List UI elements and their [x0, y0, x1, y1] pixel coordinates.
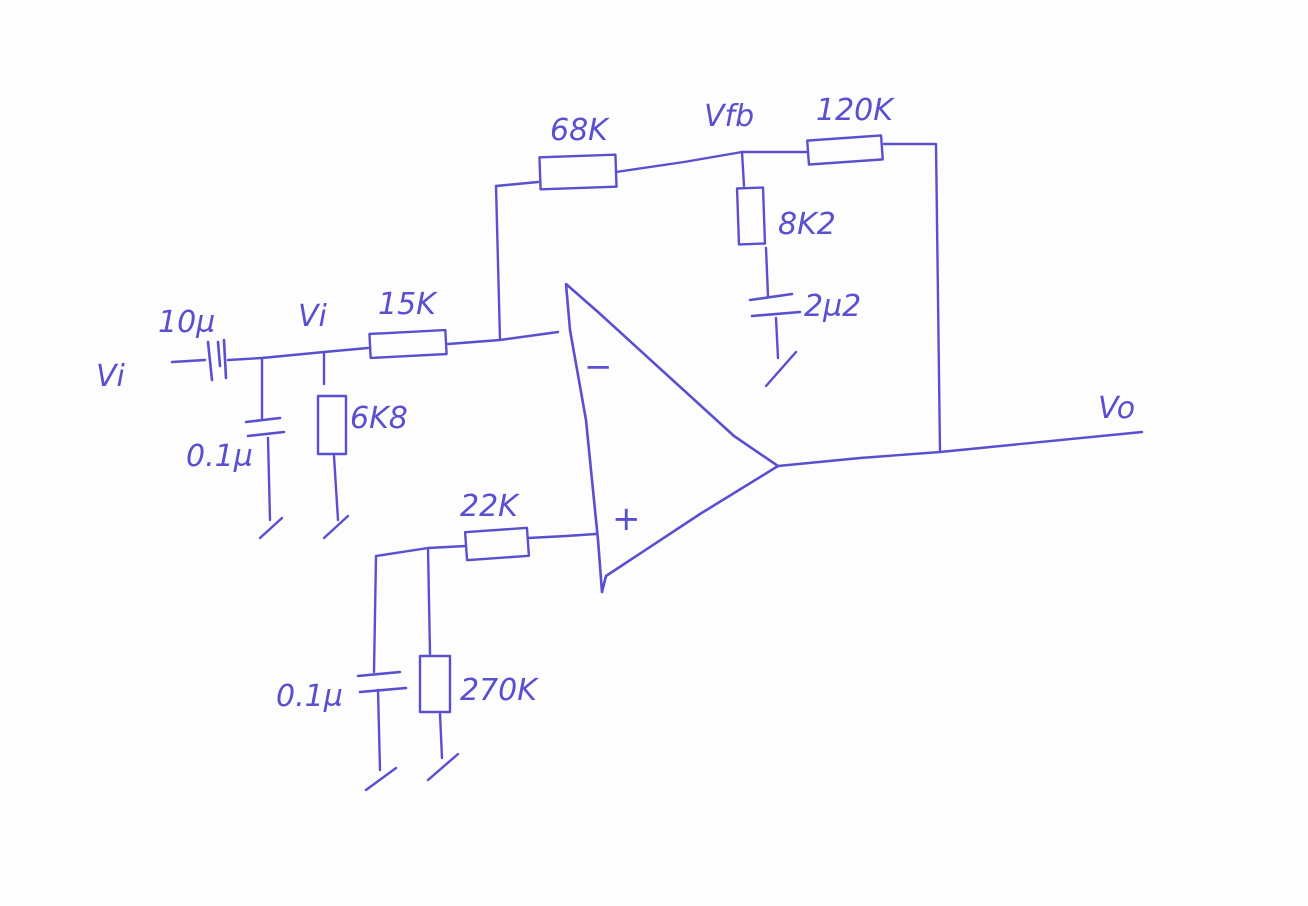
capacitor-0-1u-input: [244, 416, 286, 438]
ground-2u2: [764, 350, 798, 388]
wire-shunt-cap-bottom: [266, 436, 272, 522]
label-vi-input: Vi: [96, 359, 126, 394]
wire-vfb-down: [740, 150, 746, 188]
wire-feedback-left: [494, 180, 540, 342]
resistor-270k: [418, 654, 452, 714]
wire-plus-cap-bottom: [376, 688, 382, 772]
wire-vi-node: [226, 346, 370, 362]
wire-shunt-res-bottom: [332, 454, 340, 522]
value-c-input: 10µ: [158, 305, 215, 340]
value-r-output-fb: 120K: [816, 93, 895, 128]
wire-8k2-to-2u2: [764, 246, 770, 298]
ground-input-res: [322, 514, 350, 540]
resistor-120k: [806, 134, 884, 166]
wire-plus-cap-down: [372, 554, 378, 674]
ground-plus-res: [426, 752, 460, 782]
resistor-22k: [463, 526, 531, 562]
wire-plus-left: [374, 544, 468, 558]
capacitor-0-1u-plus: [356, 670, 408, 694]
value-r-shunt-input: 6K8: [350, 401, 408, 436]
wire-120k-to-output: [882, 142, 942, 454]
ground-input-cap: [258, 516, 284, 540]
opamp-triangle: [564, 282, 780, 594]
wire-input-lead: [170, 358, 207, 364]
wire-plus-input: [526, 532, 598, 540]
wire-2u2-to-ground: [774, 316, 780, 360]
capacitor-10u: [206, 338, 228, 382]
resistor-68k: [538, 153, 618, 191]
value-r-feedback: 68K: [550, 113, 610, 148]
value-r-input: 15K: [378, 287, 438, 322]
wires: [170, 142, 1144, 772]
ground-plus-cap: [364, 766, 398, 792]
opamp-minus-sign: −: [584, 347, 613, 387]
wire-15k-to-minus: [446, 330, 560, 346]
capacitor-2u2: [748, 292, 802, 318]
resistor-8k2: [735, 186, 767, 246]
opamp-plus-sign: +: [612, 499, 641, 539]
value-c-plus-shunt: 0.1µ: [276, 679, 343, 714]
label-vi-node: Vi: [298, 299, 328, 334]
wire-68k-to-vfb: [614, 150, 744, 174]
label-vo-output: Vo: [1098, 391, 1135, 426]
wire-plus-res-bottom: [438, 712, 444, 760]
ground-symbols: [258, 350, 798, 792]
value-r-plus: 22K: [460, 489, 520, 524]
resistor-15k: [368, 328, 448, 360]
label-vfb-node: Vfb: [704, 99, 754, 134]
wire-output: [776, 430, 1144, 468]
value-r-plus-shunt: 270K: [460, 673, 539, 708]
value-c-shunt-input: 0.1µ: [186, 439, 253, 474]
resistor-6k8: [316, 394, 348, 456]
wire-plus-res-down: [426, 546, 432, 656]
value-r-fb-shunt: 8K2: [778, 207, 836, 242]
value-c-fb-shunt: 2µ2: [804, 289, 861, 324]
